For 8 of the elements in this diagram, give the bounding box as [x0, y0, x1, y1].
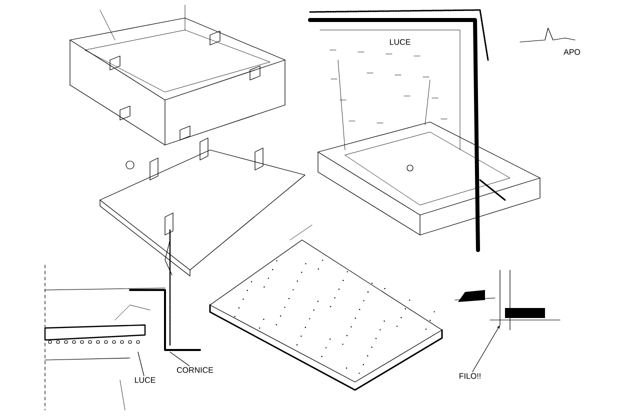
handwritten-note: LUCE — [135, 377, 156, 383]
leader-line — [170, 352, 190, 366]
handwritten-note: CORNICE — [176, 367, 214, 373]
leader-line — [138, 352, 144, 376]
handwritten-note: APO — [564, 49, 580, 55]
handwritten-note: FILO!! — [460, 373, 480, 379]
handwritten-note: LUCE — [390, 39, 410, 45]
leader-line — [472, 325, 500, 372]
